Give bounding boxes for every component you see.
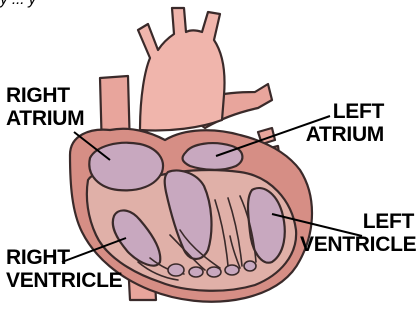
label-left-atrium-line2: ATRIUM	[300, 123, 384, 146]
left-atrium-chamber	[183, 143, 243, 170]
label-left-atrium-line1: LEFT	[300, 100, 384, 123]
label-left-atrium: LEFT ATRIUM	[300, 100, 384, 146]
label-right-atrium-line1: RIGHT	[6, 84, 84, 107]
label-left-ventricle: LEFT VENTRICLE	[300, 210, 414, 256]
label-left-ventricle-line1: LEFT	[300, 210, 414, 233]
caption-fragment: y ... y	[0, 0, 36, 11]
right-atrium-chamber	[89, 143, 163, 191]
aorta	[138, 8, 225, 131]
label-right-ventricle-line1: RIGHT	[6, 246, 122, 269]
label-right-atrium-line2: ATRIUM	[6, 107, 84, 130]
label-right-atrium: RIGHT ATRIUM	[6, 84, 84, 130]
label-left-ventricle-line2: VENTRICLE	[300, 233, 414, 256]
label-right-ventricle: RIGHT VENTRICLE	[6, 246, 122, 292]
label-right-ventricle-line2: VENTRICLE	[6, 269, 122, 292]
